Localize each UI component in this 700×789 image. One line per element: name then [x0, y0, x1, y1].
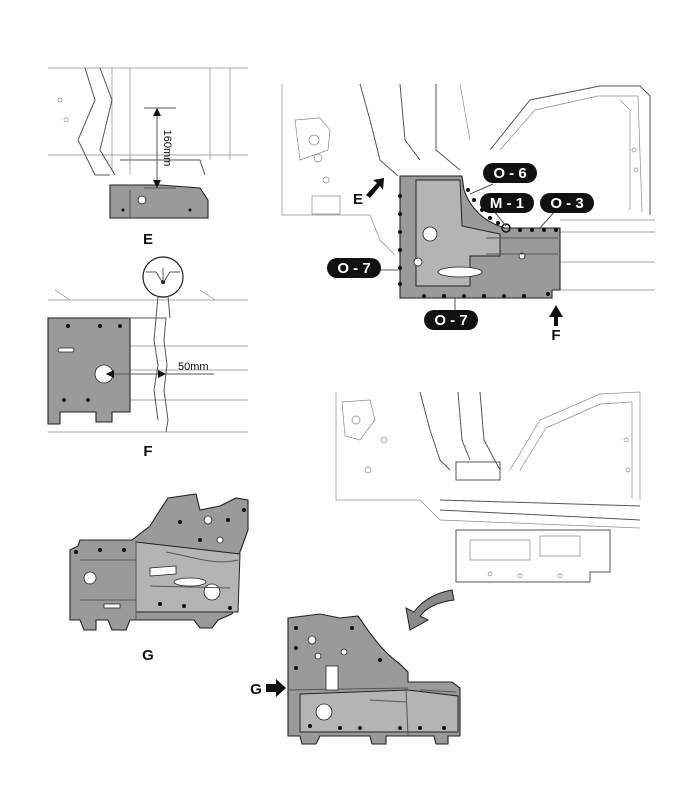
callout-o7-bottom-label: O - 7	[434, 312, 467, 329]
callout-o3: O - 3	[540, 193, 594, 213]
view-e-dimension-label: 160mm	[161, 130, 173, 167]
callout-o7-left-label: O - 7	[337, 260, 370, 277]
callout-o6: O - 6	[483, 163, 537, 183]
pointer-g-label: G	[250, 681, 262, 698]
callout-o7-left: O - 7	[327, 258, 381, 278]
callout-o3-label: O - 3	[550, 195, 583, 212]
view-e-detail	[48, 67, 248, 219]
pointer-f-label: F	[551, 327, 560, 344]
view-g-detail	[69, 493, 249, 631]
view-f-dimension-label: 50mm	[178, 361, 209, 373]
replacement-panel	[266, 613, 461, 745]
main-view-bottom	[335, 391, 641, 583]
pointer-e-label: E	[353, 191, 363, 208]
view-g-caption: G	[142, 647, 154, 664]
view-f-caption: F	[143, 443, 152, 460]
callout-m1-label: M - 1	[490, 195, 524, 212]
view-e-caption: E	[143, 231, 153, 248]
main-view-top	[281, 83, 655, 326]
callout-m1: M - 1	[480, 193, 534, 213]
callout-o7-bottom: O - 7	[424, 310, 478, 330]
view-f-detail	[47, 256, 248, 433]
callout-o6-label: O - 6	[493, 165, 526, 182]
curved-arrow-icon	[405, 589, 455, 631]
